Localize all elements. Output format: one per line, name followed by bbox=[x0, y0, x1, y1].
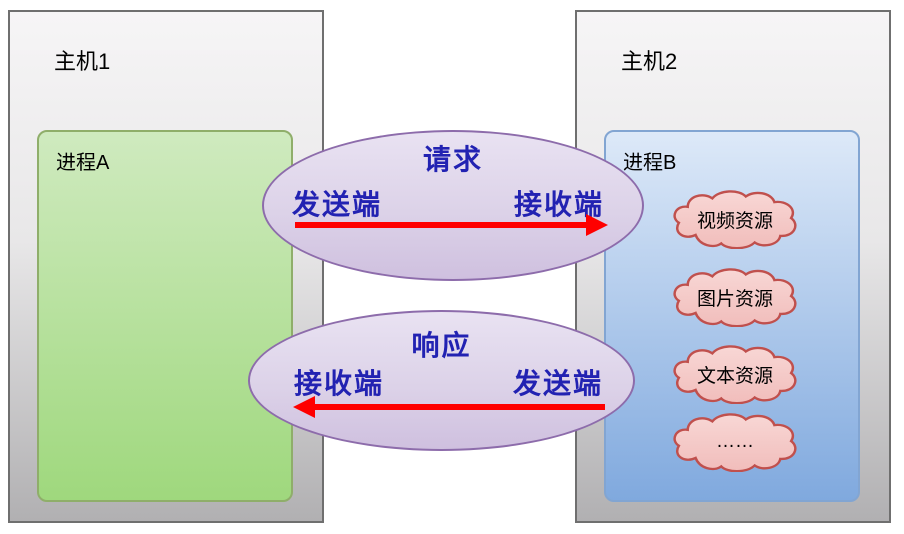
response-title: 响应 bbox=[411, 330, 472, 361]
response-sender-label: 发送端 bbox=[512, 368, 603, 399]
host2-box: 主机2 进程B 视频资源 图片资源 文本资源 bbox=[575, 10, 891, 523]
resource-cloud-image: 图片资源 bbox=[670, 267, 800, 327]
resource-label: 文本资源 bbox=[696, 365, 773, 387]
request-flow-ellipse: 请求 发送端 接收端 bbox=[262, 130, 644, 281]
process-a-label: 进程A bbox=[56, 152, 110, 174]
response-arrowhead-left-icon bbox=[293, 396, 315, 418]
process-b-box: 进程B 视频资源 图片资源 文本资源 bbox=[604, 130, 860, 502]
request-endpoints: 发送端 接收端 bbox=[292, 183, 604, 223]
cloud-icon bbox=[673, 413, 797, 472]
process-a-box: 进程A bbox=[37, 130, 293, 502]
response-flow-ellipse: 响应 接收端 发送端 bbox=[248, 310, 635, 451]
response-endpoints: 接收端 发送端 bbox=[294, 362, 603, 402]
process-b-label: 进程B bbox=[623, 152, 677, 174]
cloud-icon bbox=[673, 268, 797, 327]
request-sender-label: 发送端 bbox=[292, 189, 383, 220]
host1-label: 主机1 bbox=[54, 49, 111, 74]
response-receiver-label: 接收端 bbox=[294, 368, 385, 399]
resource-label: 视频资源 bbox=[696, 210, 773, 232]
cloud-icon bbox=[673, 345, 797, 404]
request-arrowhead-right-icon bbox=[586, 214, 608, 236]
resource-label: …… bbox=[716, 431, 754, 452]
response-arrow-line bbox=[314, 404, 605, 410]
resource-cloud-video: 视频资源 bbox=[670, 189, 800, 249]
host2-label: 主机2 bbox=[621, 49, 678, 74]
request-arrow-line bbox=[295, 222, 587, 228]
cloud-icon bbox=[673, 190, 797, 249]
request-title: 请求 bbox=[422, 144, 483, 175]
host1-box: 主机1 进程A bbox=[8, 10, 324, 523]
resource-label: 图片资源 bbox=[696, 288, 773, 310]
resource-cloud-text: 文本资源 bbox=[670, 344, 800, 404]
resource-cloud-more: …… bbox=[670, 412, 800, 472]
